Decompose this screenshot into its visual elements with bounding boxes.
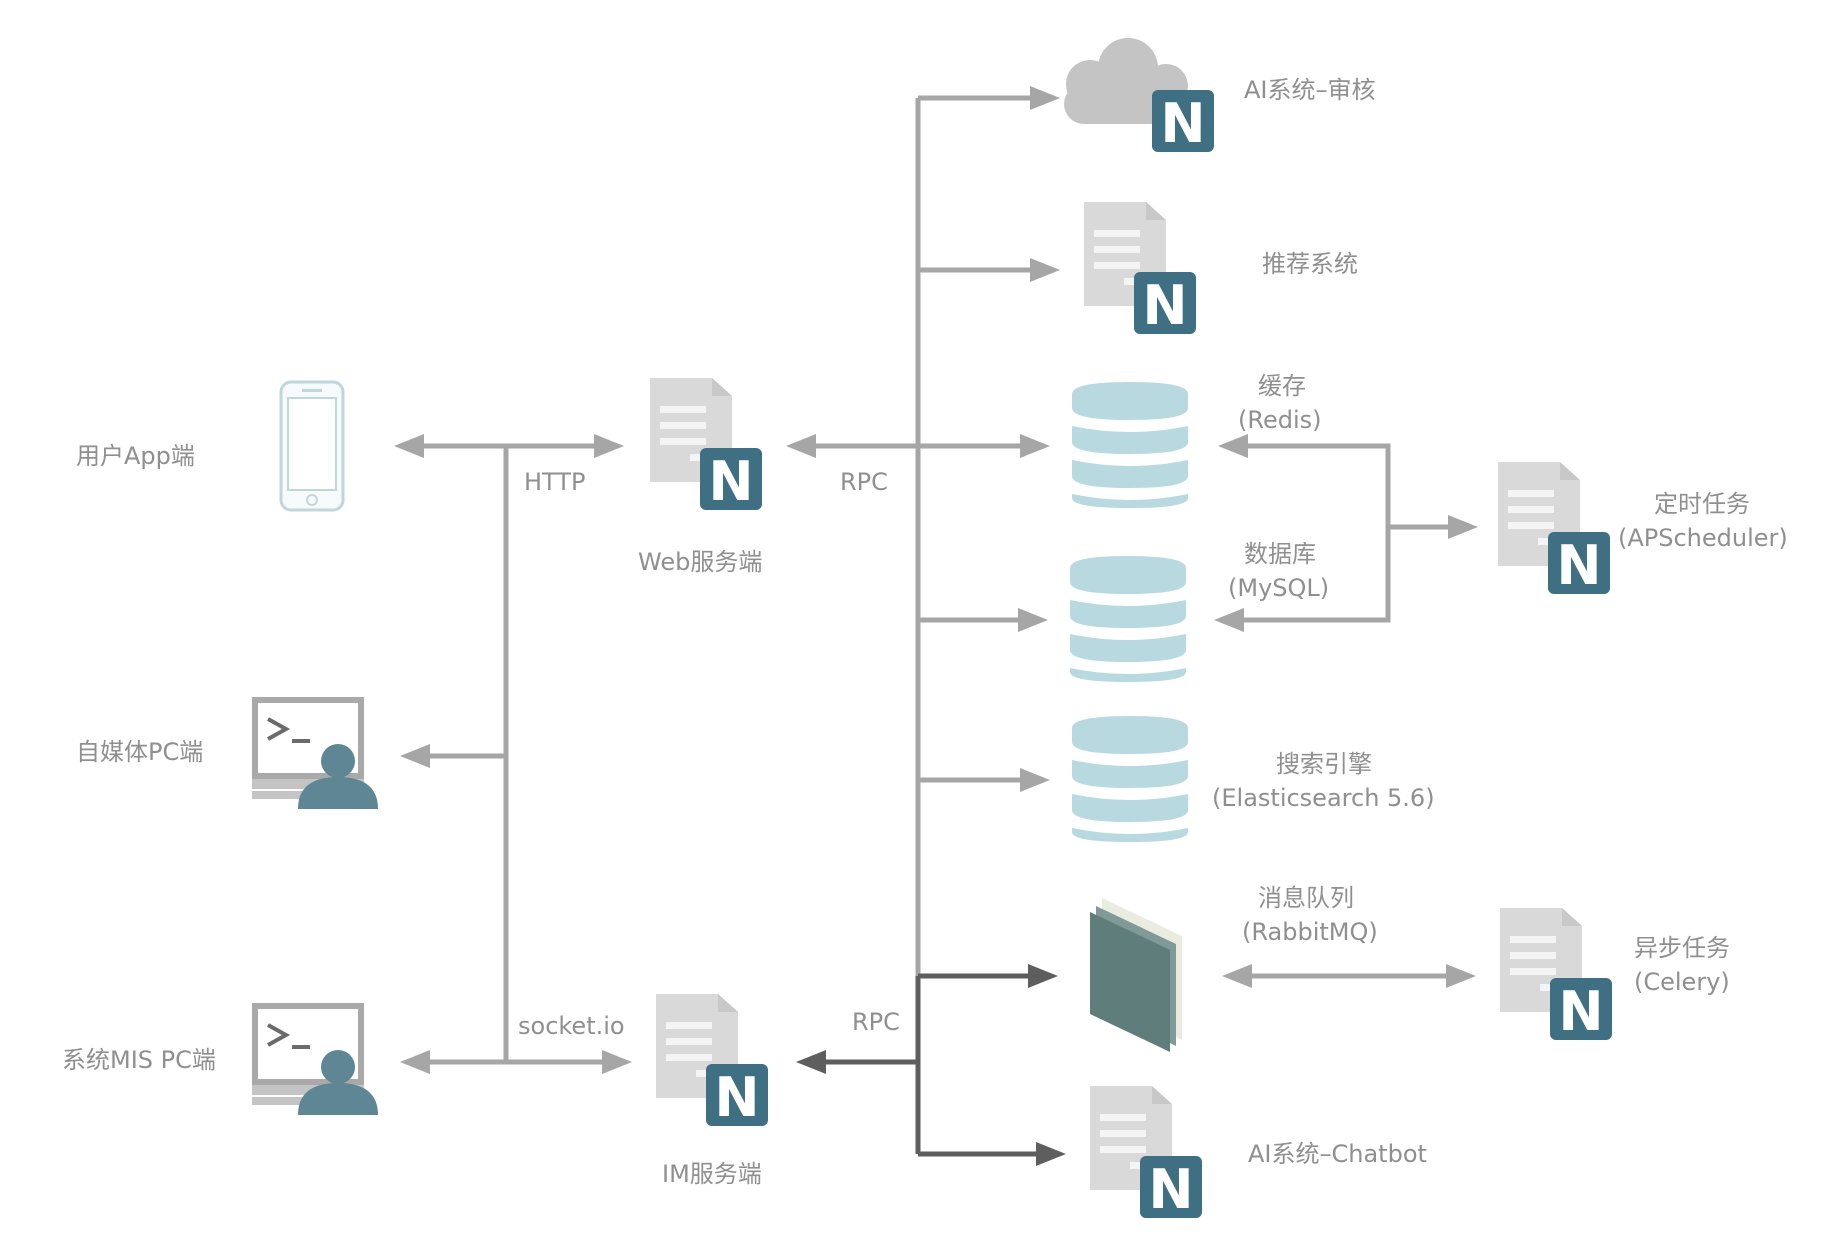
link-scheduler-bracket — [1240, 443, 1391, 623]
arrow-to-mis — [400, 1050, 430, 1074]
connectors — [414, 95, 1452, 1065]
message-queue-icon — [1090, 898, 1182, 1052]
arrow-db-in — [1214, 608, 1244, 632]
ai-chatbot-label: AI系统–Chatbot — [1248, 1140, 1427, 1168]
web-server-label: Web服务端 — [638, 548, 762, 576]
arrow-to-ai-review — [1030, 86, 1060, 110]
http-label: HTTP — [524, 468, 585, 496]
client-media-label: 自媒体PC端 — [76, 738, 203, 766]
svg-text:N: N — [708, 450, 753, 513]
svg-text:N: N — [1558, 980, 1603, 1043]
search-tech-label: (Elasticsearch 5.6) — [1212, 784, 1435, 812]
arrow-to-mq — [1028, 964, 1058, 988]
arrow-to-web — [594, 434, 624, 458]
arrow-to-web-rpc — [786, 434, 816, 458]
svg-text:N: N — [1142, 274, 1187, 337]
database-icon — [1070, 556, 1186, 682]
arrow-to-im — [602, 1050, 632, 1074]
arrow-mq-in — [1222, 964, 1252, 988]
nameko-badge-icon: N — [1140, 1156, 1202, 1221]
database-icon — [1072, 716, 1188, 842]
nameko-badge-icon: N — [1134, 272, 1196, 337]
web-server-node: N — [650, 378, 762, 513]
im-server-label: IM服务端 — [662, 1160, 762, 1188]
arrow-to-chatbot — [1036, 1142, 1066, 1166]
connectors-dark — [822, 973, 1044, 1157]
ai-review-label: AI系统–审核 — [1244, 76, 1376, 104]
rpc-web-label: RPC — [840, 468, 888, 496]
recommend-label: 推荐系统 — [1262, 250, 1358, 278]
svg-text:N: N — [1148, 1158, 1193, 1221]
im-server-node: N — [656, 994, 768, 1129]
arrow-cache-in — [1218, 434, 1248, 458]
arrow-to-celery — [1446, 964, 1476, 988]
terminal-user-icon — [250, 695, 380, 811]
arrow-to-recommend — [1030, 258, 1060, 282]
arrowheads — [394, 86, 1478, 1074]
nameko-badge-icon: N — [1152, 90, 1214, 155]
client-mis-label: 系统MIS PC端 — [62, 1046, 216, 1074]
db-tech-label: (MySQL) — [1228, 574, 1329, 602]
arrow-to-db — [1018, 608, 1048, 632]
arrow-to-scheduler — [1448, 515, 1478, 539]
nameko-badge-icon: N — [1548, 532, 1610, 597]
nameko-badge-icon: N — [700, 448, 762, 513]
db-name-label: 数据库 — [1244, 540, 1316, 568]
cache-tech-label: (Redis) — [1238, 406, 1322, 434]
svg-text:N: N — [1160, 92, 1205, 155]
arrow-to-im-rpc — [796, 1050, 826, 1074]
nameko-badge-icon: N — [706, 1064, 768, 1129]
mq-name-label: 消息队列 — [1258, 884, 1354, 912]
arrowheads-dark — [796, 964, 1066, 1166]
arrow-to-app — [394, 434, 424, 458]
arrow-to-cache — [1020, 434, 1050, 458]
async-name-label: 异步任务 — [1634, 934, 1730, 962]
nameko-badge-icon: N — [1550, 978, 1612, 1043]
cache-name-label: 缓存 — [1258, 372, 1306, 400]
phone-icon — [279, 380, 345, 512]
scheduled-tech-label: (APScheduler) — [1618, 524, 1788, 552]
client-app-label: 用户App端 — [76, 442, 195, 470]
database-icon — [1072, 382, 1188, 508]
svg-text:N: N — [714, 1066, 759, 1129]
async-tech-label: (Celery) — [1634, 968, 1730, 996]
rpc-im-label: RPC — [852, 1008, 900, 1036]
svg-text:N: N — [1556, 534, 1601, 597]
mq-tech-label: (RabbitMQ) — [1242, 918, 1378, 946]
socketio-label: socket.io — [518, 1012, 625, 1040]
terminal-user-icon — [250, 1001, 380, 1117]
arrow-to-search — [1020, 768, 1050, 792]
search-name-label: 搜索引擎 — [1276, 750, 1372, 778]
arrow-to-media — [400, 744, 430, 768]
scheduled-name-label: 定时任务 — [1654, 490, 1750, 518]
